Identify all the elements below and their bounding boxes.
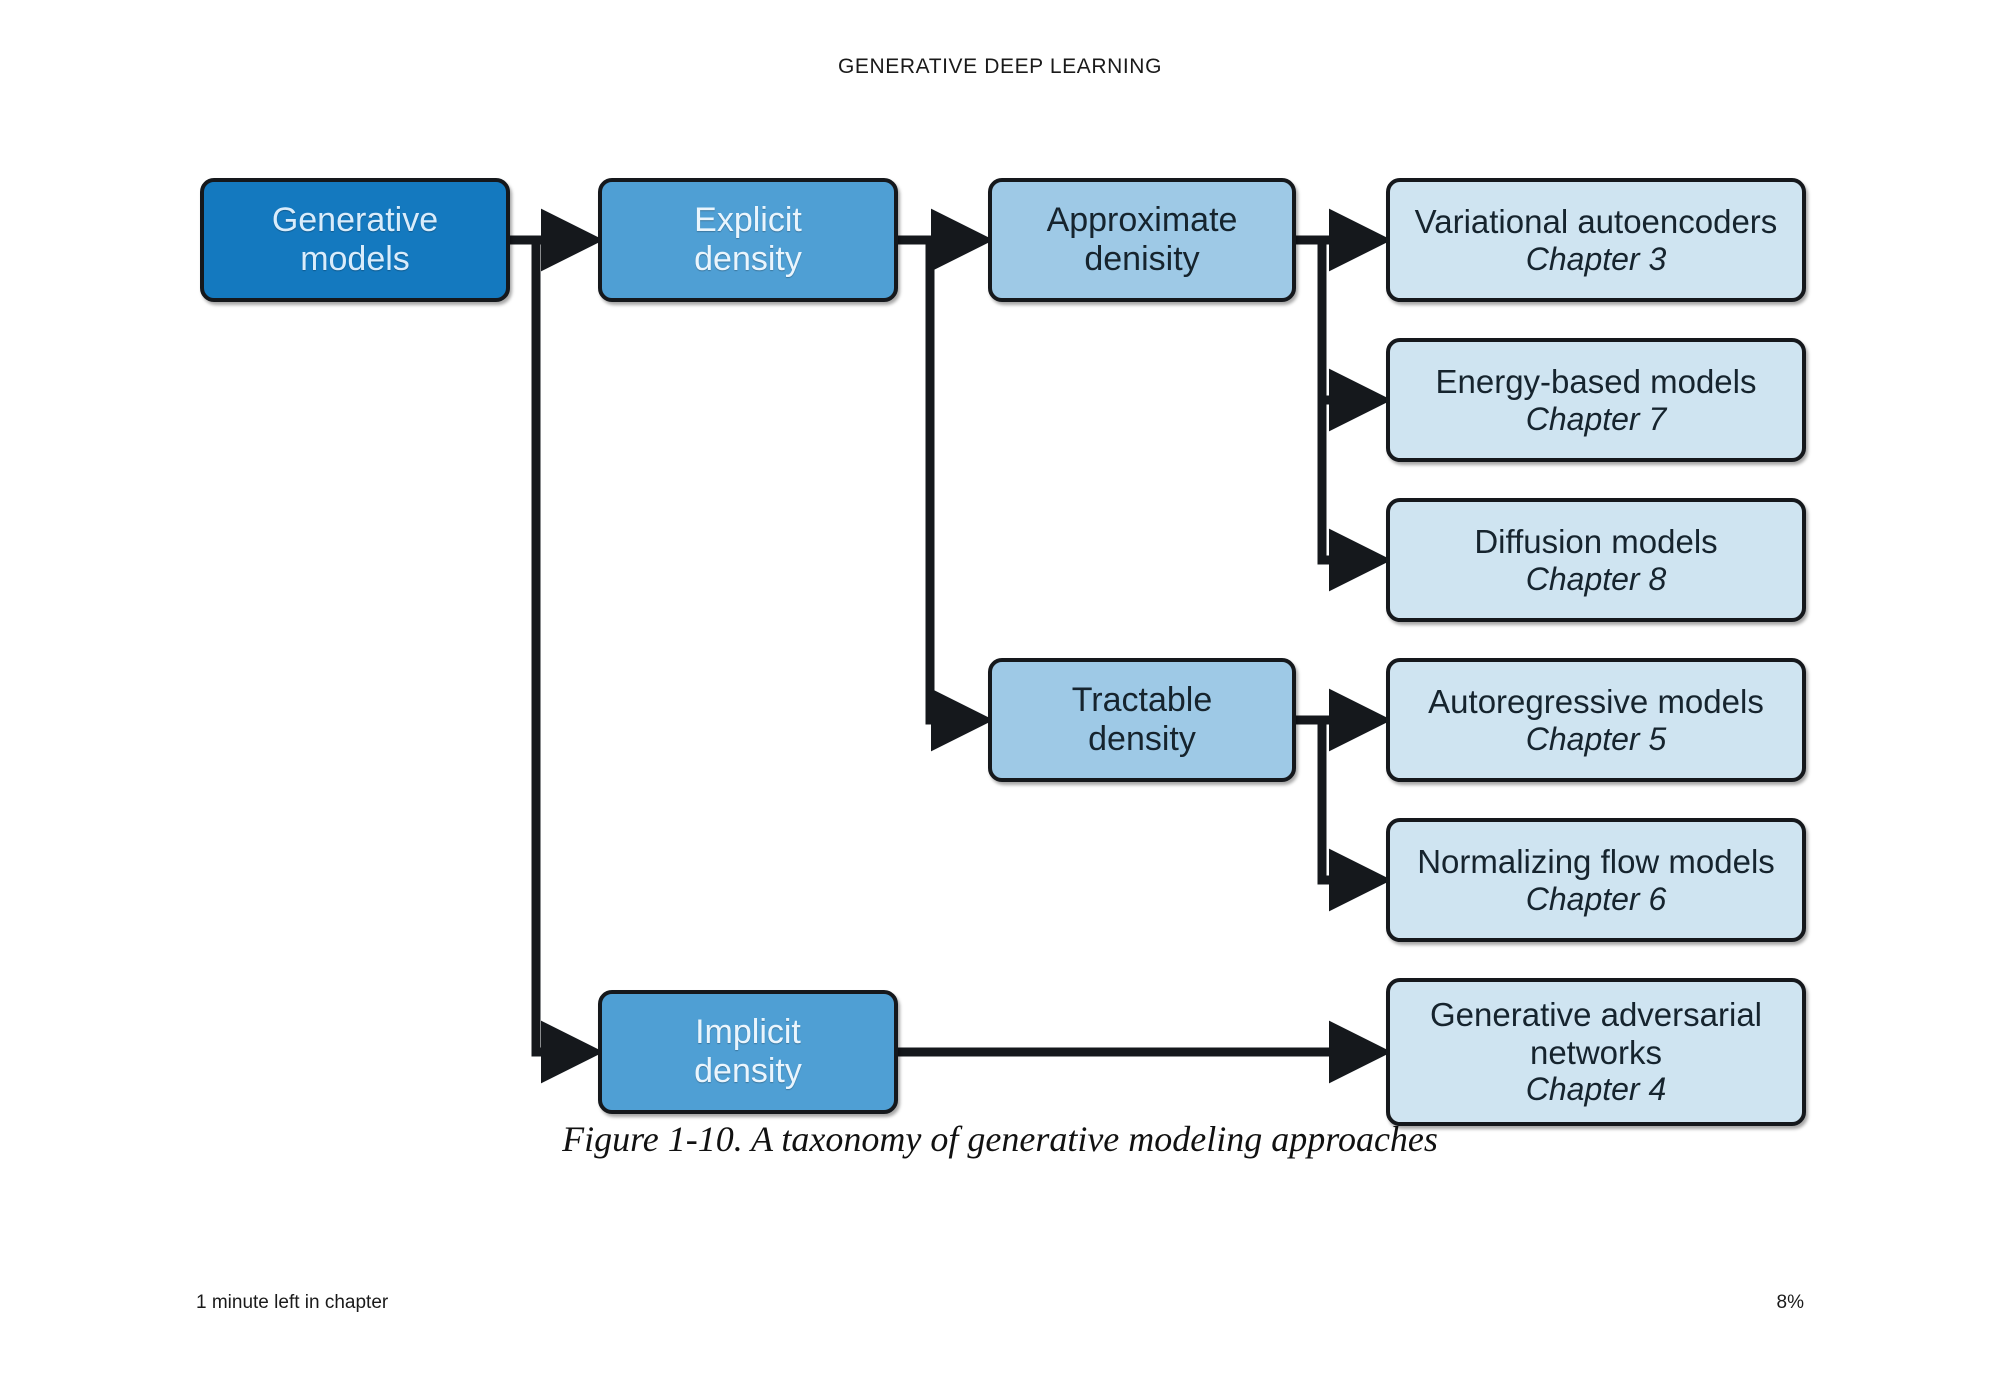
node-tractable-density-line1: Tractable [1071, 681, 1213, 720]
node-autoregressive-models-title: Autoregressive models [1428, 682, 1764, 720]
node-energy-based-models[interactable]: Energy-based models Chapter 7 [1386, 338, 1806, 462]
node-approximate-density[interactable]: Approximate denisity [988, 178, 1296, 302]
node-diffusion-models-chapter: Chapter 8 [1525, 560, 1667, 597]
node-explicit-density[interactable]: Explicit density [598, 178, 898, 302]
node-approximate-density-line1: Approximate [1046, 201, 1238, 240]
node-explicit-density-line2: density [694, 240, 802, 278]
node-generative-adversarial-networks[interactable]: Generative adversarial networks Chapter … [1386, 978, 1806, 1126]
node-generative-models[interactable]: Generative models [200, 178, 510, 302]
node-energy-based-models-chapter: Chapter 7 [1525, 400, 1667, 437]
node-normalizing-flow-models-chapter: Chapter 6 [1525, 880, 1667, 917]
node-explicit-density-line1: Explicit [694, 201, 802, 240]
node-tractable-density[interactable]: Tractable density [988, 658, 1296, 782]
node-generative-adversarial-networks-chapter: Chapter 4 [1525, 1071, 1667, 1108]
node-diffusion-models-title: Diffusion models [1474, 522, 1718, 560]
node-autoregressive-models[interactable]: Autoregressive models Chapter 5 [1386, 658, 1806, 782]
node-implicit-density-line1: Implicit [695, 1013, 801, 1052]
node-energy-based-models-title: Energy-based models [1435, 362, 1757, 400]
footer-progress-percent: 8% [1776, 1292, 1804, 1313]
node-approximate-density-line2: denisity [1084, 240, 1200, 278]
node-generative-models-line1: Generative [271, 201, 439, 240]
running-head: GENERATIVE DEEP LEARNING [837, 55, 1163, 78]
figure-canvas: Generative models Explicit density Impli… [200, 178, 1806, 1126]
node-variational-autoencoders-title: Variational autoencoders [1414, 202, 1778, 240]
node-variational-autoencoders[interactable]: Variational autoencoders Chapter 3 [1386, 178, 1806, 302]
node-implicit-density-line2: density [694, 1052, 802, 1090]
node-tractable-density-line2: density [1088, 720, 1196, 758]
figure-caption: Figure 1-10. A taxonomy of generative mo… [562, 1119, 1438, 1159]
node-variational-autoencoders-chapter: Chapter 3 [1525, 240, 1667, 277]
node-generative-adversarial-networks-title2: networks [1529, 1033, 1663, 1071]
node-autoregressive-models-chapter: Chapter 5 [1525, 720, 1667, 757]
node-implicit-density[interactable]: Implicit density [598, 990, 898, 1114]
node-normalizing-flow-models-title: Normalizing flow models [1417, 842, 1775, 880]
footer-time-remaining: 1 minute left in chapter [196, 1292, 389, 1313]
node-diffusion-models[interactable]: Diffusion models Chapter 8 [1386, 498, 1806, 622]
node-normalizing-flow-models[interactable]: Normalizing flow models Chapter 6 [1386, 818, 1806, 942]
node-generative-models-line2: models [300, 240, 410, 278]
node-generative-adversarial-networks-title: Generative adversarial [1430, 996, 1762, 1034]
